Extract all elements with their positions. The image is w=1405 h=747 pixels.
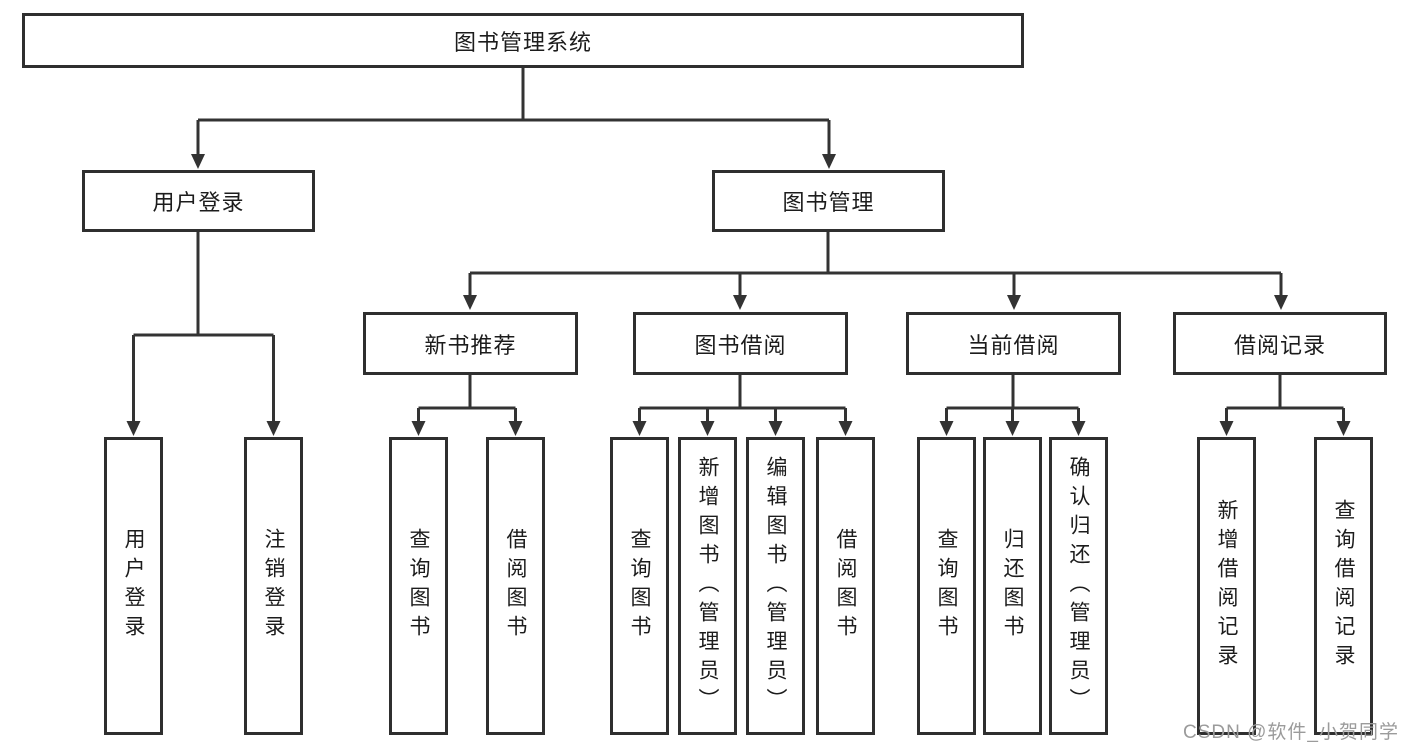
- connector-new-book-recommend: [411, 375, 523, 436]
- node-user-login: 用户登录: [82, 170, 315, 232]
- node-book-borrow: 图书借阅: [633, 312, 848, 375]
- connector-current-borrow: [939, 375, 1086, 436]
- connector-borrow-record: [1219, 375, 1351, 436]
- csdn-watermark: CSDN @软件_小贺同学: [1183, 722, 1399, 743]
- node-root: 图书管理系统: [22, 13, 1024, 68]
- node-new-book-recommend: 新书推荐: [363, 312, 578, 375]
- leaf-borrow-edit-books-admin: 编辑图书（管理员）: [746, 437, 805, 735]
- connector-book-borrow: [632, 375, 853, 436]
- node-current-borrow: 当前借阅: [906, 312, 1121, 375]
- leaf-current-query-books: 查询图书: [917, 437, 976, 735]
- leaf-recommend-borrow-books: 借阅图书: [486, 437, 545, 735]
- leaf-recommend-query-books: 查询图书: [389, 437, 448, 735]
- node-book-management: 图书管理: [712, 170, 945, 232]
- leaf-logout: 注销登录: [244, 437, 303, 735]
- leaf-borrow-borrow-books: 借阅图书: [816, 437, 875, 735]
- leaf-current-return-books: 归还图书: [983, 437, 1042, 735]
- leaf-borrow-add-books-admin: 新增图书（管理员）: [678, 437, 737, 735]
- leaf-current-confirm-return-admin: 确认归还（管理员）: [1049, 437, 1108, 735]
- leaf-record-add-record: 新增借阅记录: [1197, 437, 1256, 735]
- leaf-record-query-record: 查询借阅记录: [1314, 437, 1373, 735]
- connector-root: [191, 68, 836, 169]
- leaf-user-login: 用户登录: [104, 437, 163, 735]
- node-borrow-record: 借阅记录: [1173, 312, 1387, 375]
- connector-user-login: [126, 232, 281, 436]
- connector-book-management: [463, 232, 1288, 310]
- leaf-borrow-query-books: 查询图书: [610, 437, 669, 735]
